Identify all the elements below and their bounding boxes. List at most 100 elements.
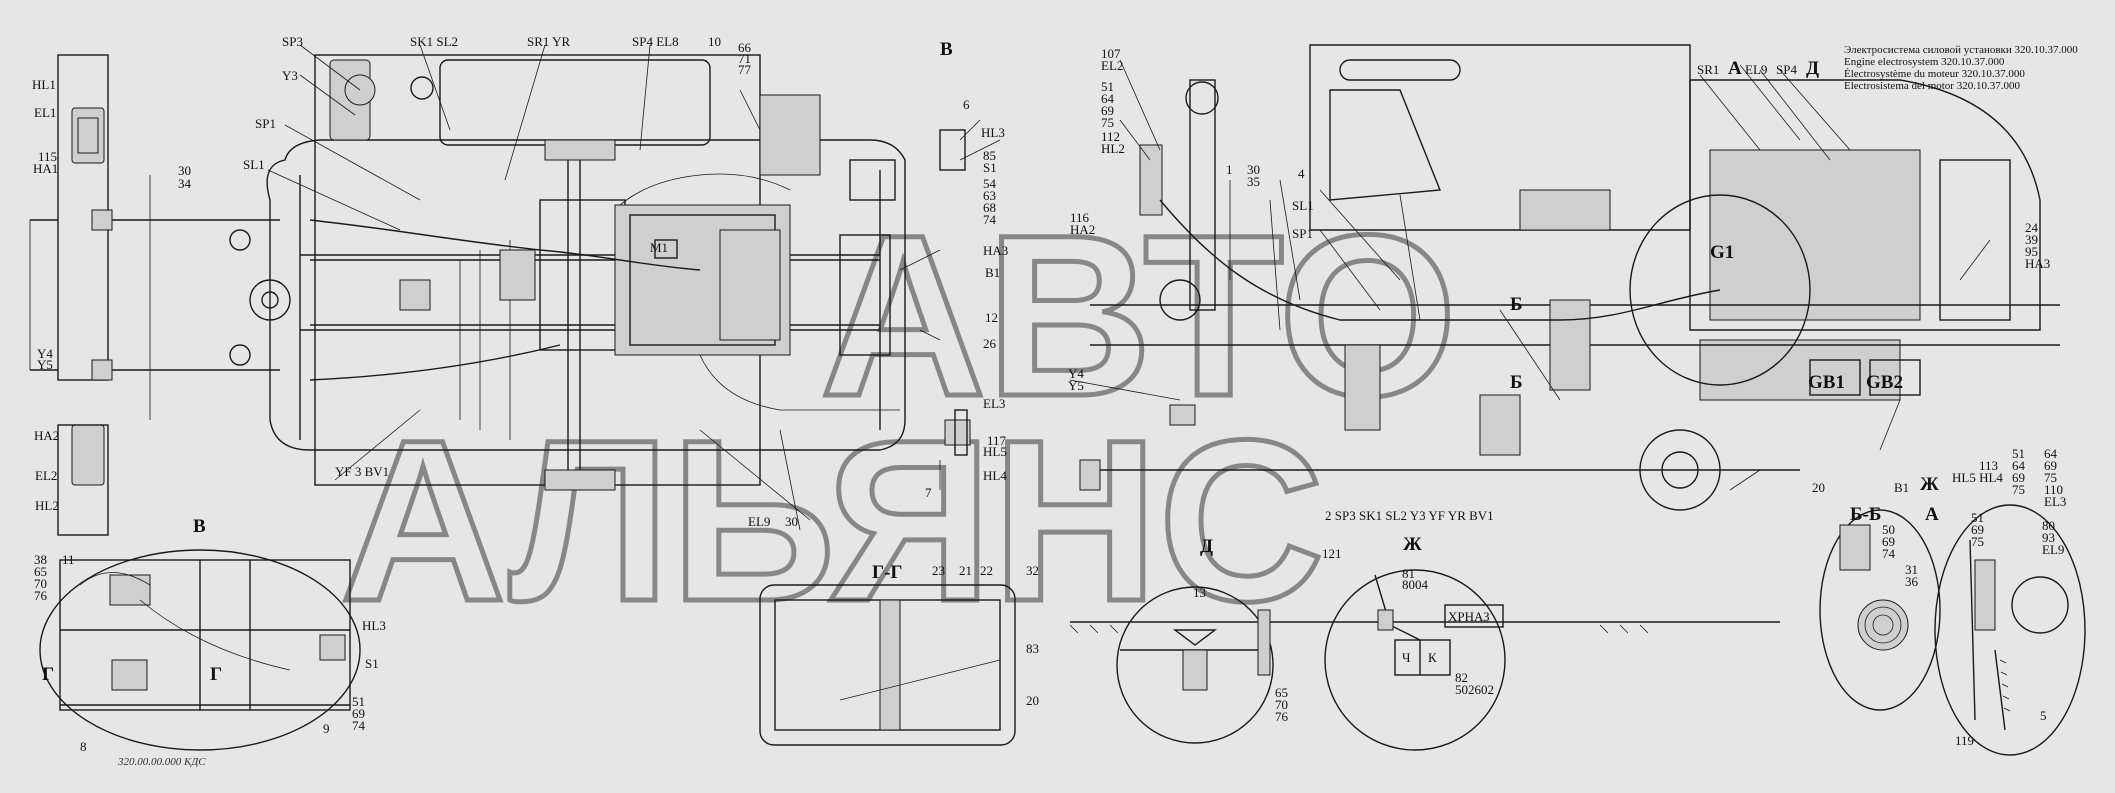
detail-v-74: 74 [352, 718, 366, 733]
side-75b: 75 [2012, 482, 2025, 497]
label-6: 6 [963, 97, 970, 112]
side-G1: G1 [1710, 242, 1734, 263]
detail-zh-82: 82 [1455, 670, 1468, 685]
side-35: 35 [1247, 174, 1260, 189]
view-title-D: Д [1200, 536, 1213, 557]
side-51b: 51 [2012, 446, 2025, 461]
detail-zh-502602: 502602 [1455, 682, 1494, 697]
side-EL3: EL3 [2044, 494, 2066, 509]
front-light-strip [29, 54, 280, 536]
view-mark-ZH: Ж [1920, 474, 1939, 495]
detail-v-69: 69 [352, 706, 365, 721]
label-12: 12 [985, 310, 998, 325]
label-Y4: Y4 [37, 346, 53, 361]
detail-a-5: 5 [2040, 708, 2047, 723]
side-GB2: GB2 [1866, 372, 1903, 393]
view-mark-A-top: А [1728, 58, 1742, 79]
label-HL1: HL1 [32, 77, 56, 92]
detail-a-69: 69 [1971, 522, 1984, 537]
side-69c: 69 [2044, 458, 2057, 473]
side-110: 110 [2044, 482, 2063, 497]
view-title-B: В [193, 516, 206, 537]
label-63: 63 [983, 188, 996, 203]
section-G-G: Г-Г 23 21 22 32 83 20 [759, 562, 1039, 746]
detail-g-20: 20 [1026, 693, 1039, 708]
title-fr: Électrosystème du moteur 320.10.37.000 [1844, 68, 2025, 80]
label-S1: S1 [983, 160, 997, 175]
detail-view-B: В Г Г 38 65 70 76 11 HL3 S1 51 69 74 8 9… [34, 516, 386, 768]
side-view [1069, 44, 2060, 634]
detail-v-51: 51 [352, 694, 365, 709]
section-title-G-G: Г-Г [872, 562, 903, 583]
side-116: 116 [1070, 210, 1090, 225]
label-SR1-YR: SR1 YR [527, 34, 571, 49]
side-SP4: SP4 [1776, 62, 1797, 77]
side-EL2: EL2 [1101, 58, 1123, 73]
label-30: 30 [178, 163, 191, 178]
label-117: 117 [987, 433, 1007, 448]
detail-zh-k: К [1428, 650, 1437, 665]
side-GB1: GB1 [1808, 372, 1845, 393]
detail-v-65: 65 [34, 564, 47, 579]
label-115: 115 [38, 149, 57, 164]
detail-a-75: 75 [1971, 534, 1984, 549]
detail-v-38: 38 [34, 552, 47, 567]
detail-zh-8004: 8004 [1402, 577, 1429, 592]
label-34: 34 [178, 176, 192, 191]
detail-bb-36: 36 [1905, 574, 1919, 589]
label-B1: B1 [985, 265, 1000, 280]
label-HL5: HL5 [983, 444, 1007, 459]
label-SP3: SP3 [282, 34, 303, 49]
side-64: 64 [1101, 91, 1115, 106]
side-SR1: SR1 [1697, 62, 1719, 77]
title-ru: Электросистема силовой установки 320.10.… [1844, 44, 2078, 56]
label-M1: M1 [650, 240, 668, 255]
detail-zh-hrnaz: ХРНАЗ [1448, 609, 1490, 624]
side-24: 24 [2025, 220, 2039, 235]
view-mark-B-side: Б [1510, 294, 1523, 315]
detail-a-119: 119 [1955, 733, 1974, 748]
label-EL1: EL1 [34, 105, 56, 120]
label-YF-3-BV1: YF 3 BV1 [335, 464, 389, 479]
label-30b: 30 [785, 514, 798, 529]
detail-a-93: 93 [2042, 530, 2055, 545]
detail-v-S1: S1 [365, 656, 379, 671]
label-74: 74 [983, 212, 997, 227]
detail-view-D: Д 13 65 70 76 [1116, 536, 1289, 744]
drawing-code: 320.00.00.000 КДС [117, 756, 206, 768]
side-4: 4 [1298, 166, 1305, 181]
detail-view-ZH: ХРНАЗ Ч К Ж 121 81 8004 82 502602 [1322, 534, 1506, 751]
detail-v-11: 11 [62, 552, 75, 567]
section-B-B: Б-Б 50 69 74 31 36 [1819, 504, 1941, 711]
detail-view-A: А 51 69 75 80 93 EL9 5 119 [1925, 504, 2086, 756]
side-95: 95 [2025, 244, 2038, 259]
label-SL1: SL1 [243, 157, 265, 172]
cut-mark-G-left: Г [42, 664, 54, 685]
plan-labels: HL1 EL1 115 HA1 30 34 Y4 Y5 HA2 EL2 HL2 … [32, 34, 1008, 529]
detail-a-EL9: EL9 [2042, 542, 2064, 557]
side-112: 112 [1101, 129, 1120, 144]
side-30: 30 [1247, 162, 1260, 177]
detail-v-8: 8 [80, 739, 87, 754]
detail-g-32: 32 [1026, 563, 1039, 578]
side-HL5-HL4: HL5 HL4 [1952, 470, 2003, 485]
detail-d-70: 70 [1275, 697, 1288, 712]
label-HA1: HA1 [33, 161, 58, 176]
label-Y3: Y3 [282, 68, 298, 83]
side-69: 69 [1101, 103, 1114, 118]
label-66: 66 [738, 40, 752, 55]
watermark: АВТО АЛЬЯНС [338, 185, 1460, 652]
detail-d-121: 121 [1322, 546, 1342, 561]
side-1: 1 [1226, 162, 1233, 177]
label-EL3: EL3 [983, 396, 1005, 411]
side-B1: B1 [1894, 480, 1909, 495]
detail-d-13: 13 [1193, 585, 1206, 600]
side-64b: 64 [2012, 458, 2026, 473]
label-85: 85 [983, 148, 996, 163]
view-mark-B-top: В [940, 39, 953, 60]
label-HL3: HL3 [981, 125, 1005, 140]
view-title-ZH: Ж [1403, 534, 1422, 555]
detail-v-9: 9 [323, 721, 330, 736]
label-10: 10 [708, 34, 721, 49]
